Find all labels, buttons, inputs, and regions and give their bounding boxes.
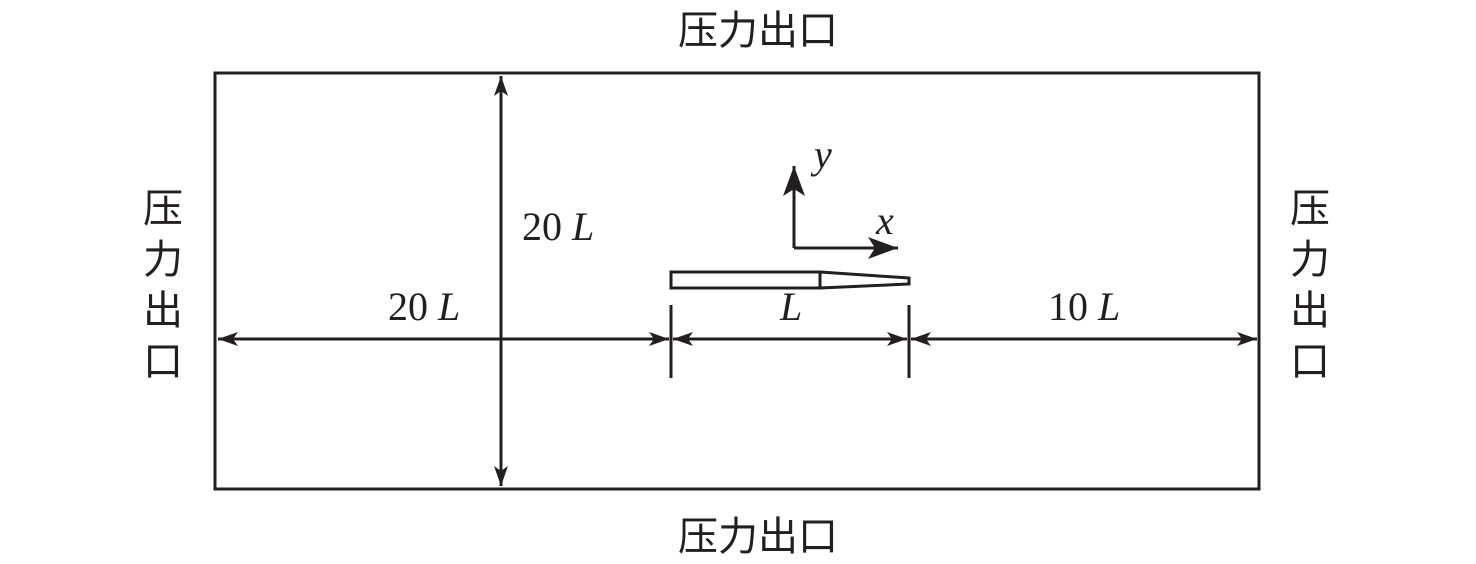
right-boundary-label: 压 力 出 口 <box>1290 186 1330 385</box>
right-char: 口 <box>1290 339 1330 385</box>
plate-body <box>669 270 911 290</box>
downstream-unit: L <box>1097 284 1120 329</box>
right-char: 力 <box>1290 237 1330 283</box>
plate-tapered-tail <box>819 270 911 290</box>
height-unit: L <box>571 204 594 249</box>
bottom-boundary-label: 压力出口 <box>678 514 838 560</box>
x-axis-label: x <box>875 198 894 243</box>
right-char: 压 <box>1290 186 1330 232</box>
upstream-label: 20 L <box>388 284 460 329</box>
left-char: 力 <box>143 237 183 283</box>
body-length-label: L <box>779 284 802 329</box>
downstream-label: 10 L <box>1048 284 1120 329</box>
height-label: 20 L <box>522 204 594 249</box>
upstream-value: 20 <box>388 284 428 329</box>
left-boundary-label: 压 力 出 口 <box>143 186 183 385</box>
domain-boundary <box>213 71 1261 491</box>
left-char: 压 <box>143 186 183 232</box>
left-char: 出 <box>143 288 183 334</box>
upstream-unit: L <box>437 284 460 329</box>
downstream-value: 10 <box>1048 284 1088 329</box>
y-axis-label: y <box>810 132 832 177</box>
height-value: 20 <box>522 204 562 249</box>
right-char: 出 <box>1290 288 1330 334</box>
left-char: 口 <box>143 339 183 385</box>
top-boundary-label: 压力出口 <box>678 8 838 54</box>
coordinate-axes: y x <box>783 132 898 259</box>
